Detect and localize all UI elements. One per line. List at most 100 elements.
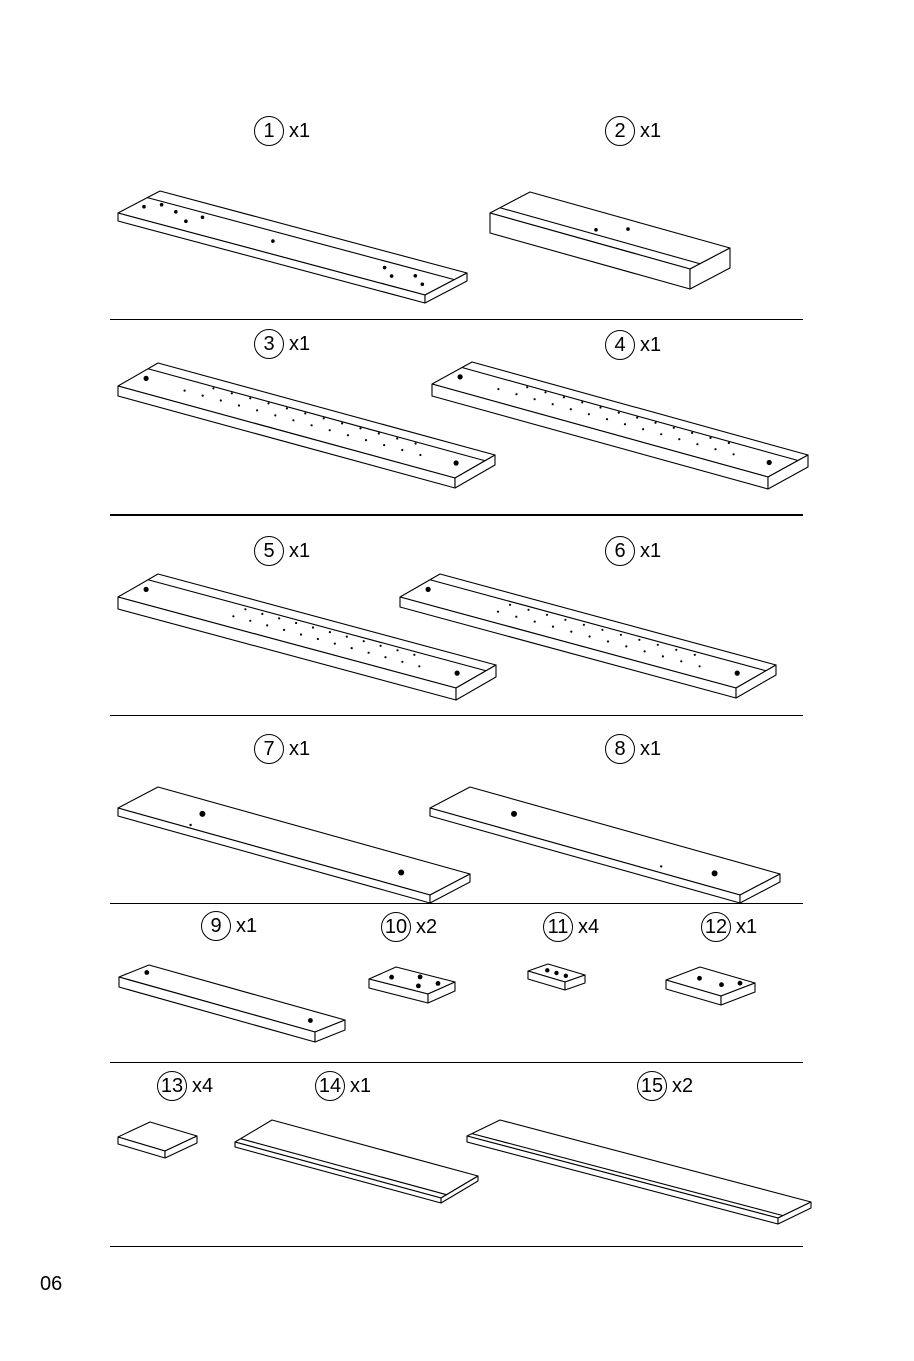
hole-mark	[728, 442, 730, 444]
hole-mark	[454, 460, 459, 465]
hole-mark	[199, 811, 205, 817]
hole-mark	[295, 622, 297, 624]
hole-mark	[719, 982, 724, 987]
hole-mark	[552, 403, 554, 405]
hole-mark	[660, 433, 662, 435]
hole-mark	[599, 406, 601, 408]
part-4-board	[432, 362, 808, 489]
part-8-board	[430, 787, 780, 903]
hole-mark	[511, 811, 517, 817]
part-15-board	[467, 1120, 811, 1224]
hole-mark	[365, 439, 367, 441]
hole-mark	[396, 649, 398, 651]
hole-mark	[274, 414, 276, 416]
hole-mark	[401, 661, 403, 663]
hole-mark	[413, 654, 415, 656]
hole-mark	[317, 638, 319, 640]
hole-mark	[657, 644, 659, 646]
hole-mark	[694, 654, 696, 656]
hole-mark	[620, 634, 622, 636]
hole-mark	[654, 422, 656, 424]
hole-mark	[329, 631, 331, 633]
hole-mark	[563, 396, 565, 398]
hole-mark	[359, 427, 361, 429]
hole-mark	[231, 392, 233, 394]
hole-mark	[642, 428, 644, 430]
hole-mark	[601, 629, 603, 631]
hole-mark	[733, 453, 735, 455]
hole-mark	[380, 645, 382, 647]
hole-mark	[421, 283, 425, 287]
hole-mark	[678, 438, 680, 440]
hole-mark	[384, 656, 386, 658]
hole-mark	[283, 629, 285, 631]
hole-mark	[378, 432, 380, 434]
hole-mark	[304, 412, 306, 414]
hole-mark	[767, 460, 772, 465]
hole-mark	[691, 432, 693, 434]
hole-mark	[416, 984, 421, 989]
hole-mark	[220, 399, 222, 401]
hole-mark	[341, 422, 343, 424]
hole-mark	[389, 975, 394, 980]
hole-mark	[286, 407, 288, 409]
hole-mark	[624, 423, 626, 425]
hole-mark	[144, 587, 149, 592]
hole-mark	[660, 865, 662, 867]
hole-mark	[638, 639, 640, 641]
hole-mark	[699, 665, 701, 667]
hole-mark	[644, 650, 646, 652]
hole-mark	[396, 437, 398, 439]
hole-mark	[570, 408, 572, 410]
hole-mark	[184, 390, 186, 392]
hole-mark	[545, 968, 549, 972]
hole-mark	[426, 587, 431, 592]
hole-mark	[311, 424, 313, 426]
hole-mark	[308, 1018, 313, 1023]
hole-mark	[709, 437, 711, 439]
hole-mark	[594, 228, 598, 232]
hole-mark	[673, 427, 675, 429]
hole-mark	[232, 615, 234, 617]
hole-mark	[351, 647, 353, 649]
part-2-board	[490, 192, 730, 289]
hole-mark	[419, 454, 421, 456]
hole-mark	[455, 671, 460, 676]
hole-mark	[738, 981, 743, 986]
hole-mark	[509, 604, 511, 606]
hole-mark	[546, 614, 548, 616]
hole-mark	[526, 386, 528, 388]
hole-mark	[383, 444, 385, 446]
part-1-board	[118, 191, 467, 303]
hole-mark	[515, 393, 517, 395]
page-number: 06	[40, 1273, 62, 1296]
hole-mark	[675, 649, 677, 651]
hole-mark	[160, 203, 164, 207]
hole-mark	[300, 633, 302, 635]
hole-mark	[662, 655, 664, 657]
hole-mark	[401, 449, 403, 451]
part-7-board	[118, 787, 470, 903]
hole-mark	[458, 374, 463, 379]
hole-mark	[184, 219, 188, 223]
hole-mark	[588, 413, 590, 415]
hole-mark	[249, 397, 251, 399]
hole-mark	[323, 417, 325, 419]
hole-mark	[329, 429, 331, 431]
hole-mark	[249, 620, 251, 622]
part-14-board	[235, 1120, 478, 1203]
hole-mark	[564, 619, 566, 621]
part-10-board	[369, 967, 455, 1003]
hole-mark	[383, 266, 387, 270]
hole-mark	[589, 635, 591, 637]
hole-mark	[346, 636, 348, 638]
hole-mark	[238, 404, 240, 406]
hole-mark	[244, 608, 246, 610]
hole-mark	[144, 970, 149, 975]
hole-mark	[278, 617, 280, 619]
part-12-board	[666, 967, 755, 1005]
hole-mark	[418, 975, 423, 980]
hole-mark	[261, 613, 263, 615]
hole-mark	[527, 609, 529, 611]
